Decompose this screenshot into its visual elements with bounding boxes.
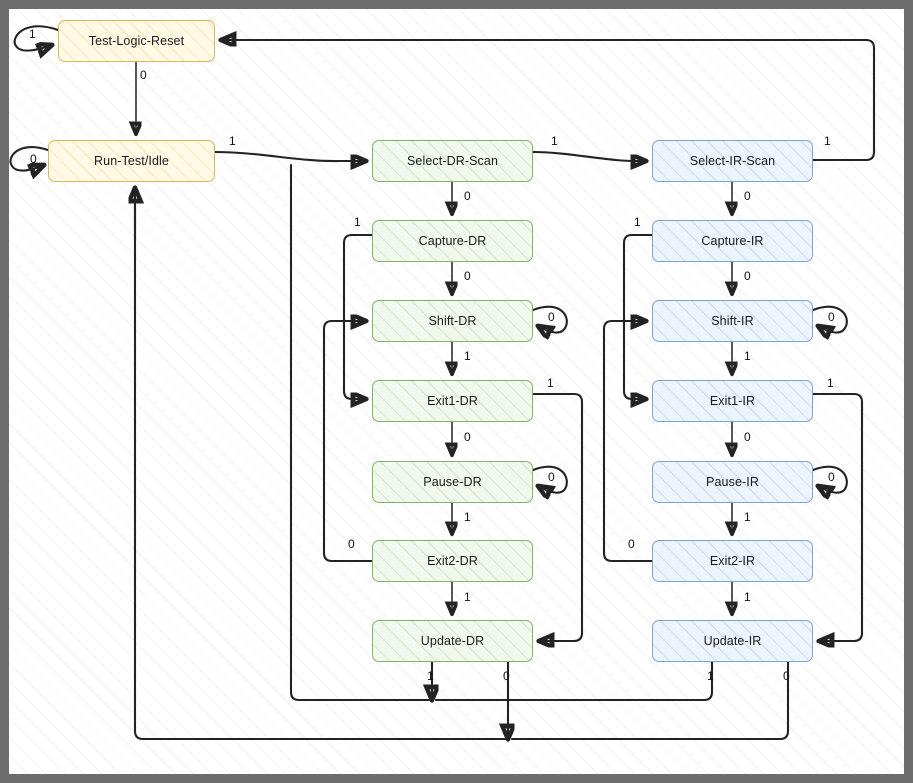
state-label: Pause-IR: [706, 475, 759, 489]
state-label: Shift-IR: [711, 314, 754, 328]
state-label: Exit2-IR: [709, 554, 756, 568]
edge-exit1ir-to-updir: [811, 392, 864, 641]
state-node-exit2-dr[interactable]: Exit2-DR: [372, 540, 533, 582]
edge-capir-to-exit1ir: [622, 233, 654, 399]
edge-rti-to-seldr: [213, 150, 366, 161]
edge-seldr-to-selir: [531, 150, 646, 161]
state-label: Select-IR-Scan: [689, 154, 776, 168]
state-label: Exit1-IR: [709, 394, 756, 408]
state-label: Select-DR-Scan: [406, 154, 498, 168]
edge-selir-to-tlr: [221, 40, 876, 162]
edge-shiftdr-self: [531, 305, 568, 333]
edge-pausedr-self: [531, 465, 568, 493]
state-label: Capture-DR: [418, 234, 487, 248]
state-label: Pause-DR: [423, 475, 482, 489]
state-node-update-ir[interactable]: Update-IR: [652, 620, 813, 662]
state-label: Update-DR: [420, 634, 485, 648]
state-node-select-dr-scan[interactable]: Select-DR-Scan: [372, 140, 533, 182]
state-node-pause-dr[interactable]: Pause-DR: [372, 461, 533, 503]
edge-upddr-to-seldr-return: [289, 163, 434, 702]
state-label: Exit2-DR: [427, 554, 478, 568]
state-node-exit2-ir[interactable]: Exit2-IR: [652, 540, 813, 582]
state-node-run-test-idle[interactable]: Run-Test/Idle: [48, 140, 215, 182]
edge-shiftir-self: [811, 305, 848, 333]
edge-updir-to-seldr: [434, 660, 714, 702]
state-node-exit1-dr[interactable]: Exit1-DR: [372, 380, 533, 422]
edge-upddr-to-rti-return: [133, 189, 510, 741]
state-node-capture-ir[interactable]: Capture-IR: [652, 220, 813, 262]
edge-tlr-self: [13, 25, 60, 50]
edge-exit2ir-to-shiftir: [602, 321, 654, 563]
state-label: Test-Logic-Reset: [88, 34, 185, 48]
state-node-test-logic-reset[interactable]: Test-Logic-Reset: [58, 20, 215, 62]
state-label: Capture-IR: [701, 234, 764, 248]
state-node-shift-ir[interactable]: Shift-IR: [652, 300, 813, 342]
edge-pauseir-self: [811, 465, 848, 493]
state-node-update-dr[interactable]: Update-DR: [372, 620, 533, 662]
state-node-select-ir-scan[interactable]: Select-IR-Scan: [652, 140, 813, 182]
edge-rti-self: [9, 146, 50, 170]
edge-exit1dr-to-upddr: [531, 392, 584, 641]
state-node-shift-dr[interactable]: Shift-DR: [372, 300, 533, 342]
state-label: Update-IR: [703, 634, 762, 648]
edge-exit2dr-to-shiftdr: [322, 321, 374, 563]
state-label: Run-Test/Idle: [94, 154, 169, 168]
state-label: Exit1-DR: [427, 394, 478, 408]
state-node-pause-ir[interactable]: Pause-IR: [652, 461, 813, 503]
state-node-capture-dr[interactable]: Capture-DR: [372, 220, 533, 262]
state-label: Shift-DR: [428, 314, 477, 328]
edge-capdr-to-exit1dr: [342, 233, 374, 399]
edge-updir-to-rti: [510, 660, 790, 741]
state-node-exit1-ir[interactable]: Exit1-IR: [652, 380, 813, 422]
